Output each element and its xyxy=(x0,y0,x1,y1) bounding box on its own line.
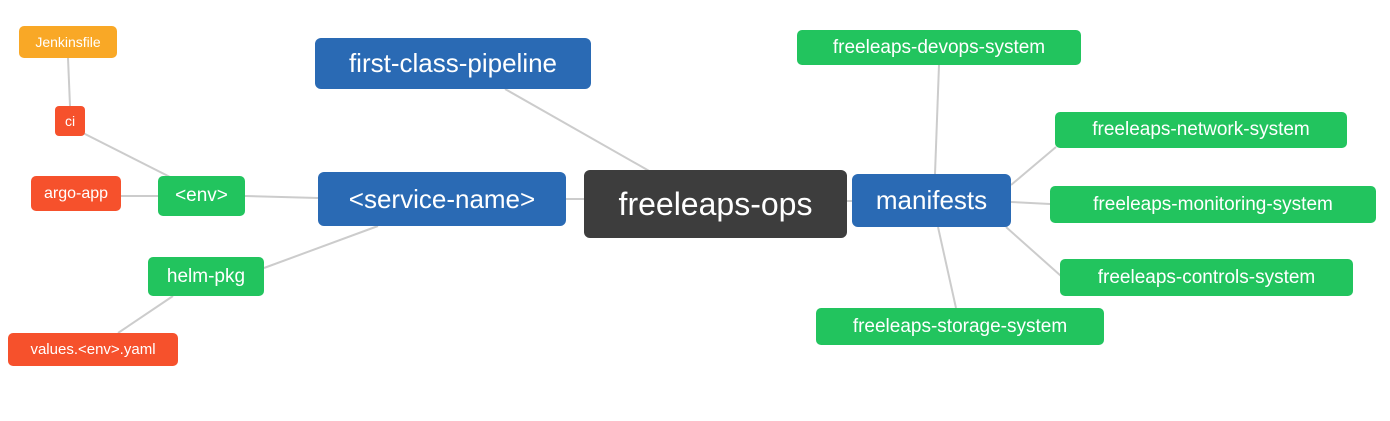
node-manifests[interactable]: manifests xyxy=(852,174,1011,227)
node-helm-pkg[interactable]: helm-pkg xyxy=(148,257,264,296)
node-env[interactable]: <env> xyxy=(158,176,245,216)
edge-manifests-controls xyxy=(1005,226,1062,277)
node-freeleaps-controls-system[interactable]: freeleaps-controls-system xyxy=(1060,259,1353,296)
edge-manifests-network xyxy=(1010,146,1057,186)
node-freeleaps-network-system[interactable]: freeleaps-network-system xyxy=(1055,112,1347,148)
node-freeleaps-ops[interactable]: freeleaps-ops xyxy=(584,170,847,238)
edge-manifests-storage xyxy=(937,226,957,309)
node-freeleaps-storage-system[interactable]: freeleaps-storage-system xyxy=(816,308,1104,345)
edge-service-name-helm-pkg xyxy=(263,225,379,269)
node-freeleaps-devops-system[interactable]: freeleaps-devops-system xyxy=(797,30,1081,65)
edge-jenkinsfile-ci xyxy=(67,57,71,107)
edge-manifests-monitoring xyxy=(1010,201,1051,205)
node-service-name[interactable]: <service-name> xyxy=(318,172,566,226)
node-ci[interactable]: ci xyxy=(55,106,85,136)
node-argo-app[interactable]: argo-app xyxy=(31,176,121,211)
edge-manifests-devops xyxy=(934,64,940,175)
node-freeleaps-monitoring-system[interactable]: freeleaps-monitoring-system xyxy=(1050,186,1376,223)
edge-fcp-freeleaps-ops xyxy=(504,88,652,173)
edge-env-service-name xyxy=(244,195,319,199)
node-first-class-pipeline[interactable]: first-class-pipeline xyxy=(315,38,591,89)
edge-ci-env xyxy=(82,132,173,179)
node-values-env-yaml[interactable]: values.<env>.yaml xyxy=(8,333,178,366)
edge-helm-pkg-values xyxy=(117,295,174,334)
node-jenkinsfile[interactable]: Jenkinsfile xyxy=(19,26,117,58)
